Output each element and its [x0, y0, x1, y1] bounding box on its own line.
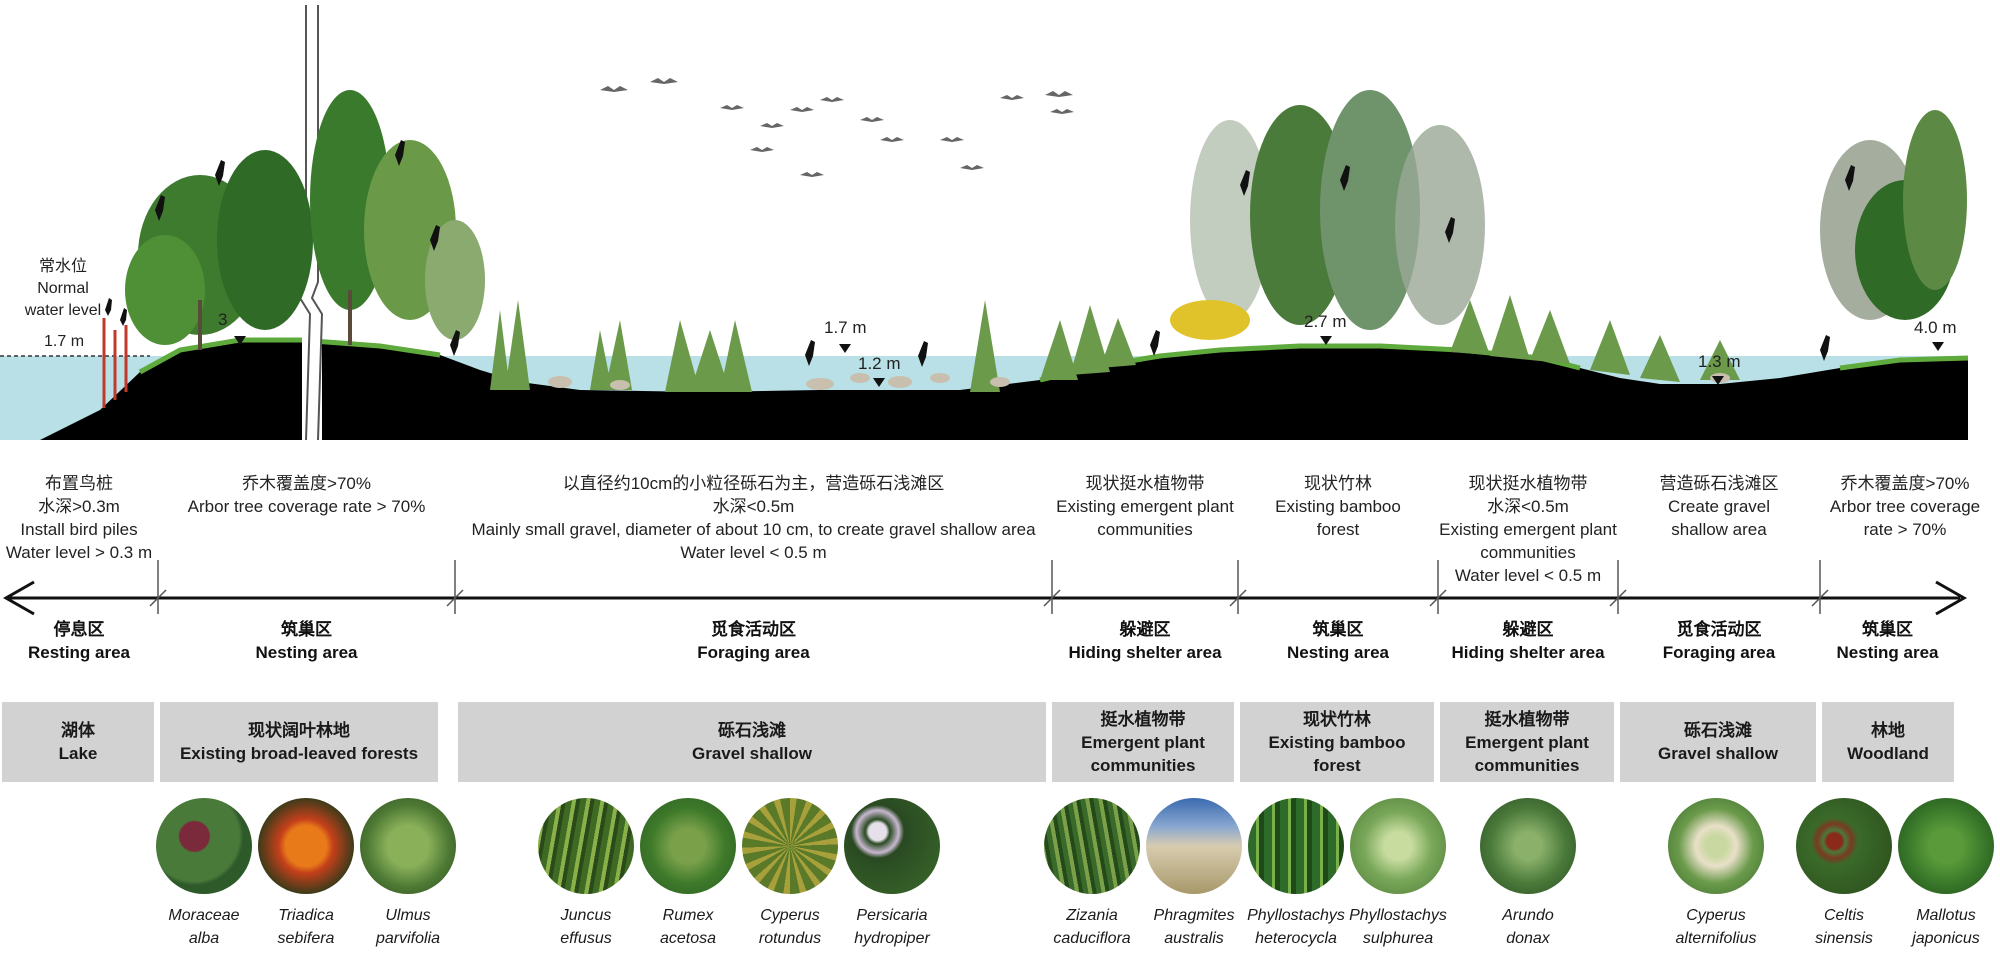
woodland-trees-right — [1820, 110, 1967, 320]
habitat-broad-leaved-forests: 现状阔叶林地 Existing broad-leaved forests — [160, 702, 438, 782]
water-level-value: 1.7 m — [44, 333, 85, 350]
zone-foraging-2: 觅食活动区 Foraging area — [1662, 620, 1776, 662]
habitat-emergent-plants-2: 挺水植物带 Emergent plant communities — [1440, 702, 1614, 782]
plant-photo — [844, 798, 940, 894]
ground-section — [40, 340, 1968, 440]
zone-dividers — [149, 560, 1829, 614]
desc-hiding-1: 现状挺水植物带 Existing emergent plant communit… — [1056, 474, 1234, 539]
desc-woodland: 乔木覆盖度>70% Arbor tree coverage rate > 70% — [1829, 474, 1981, 539]
plant-photo — [640, 798, 736, 894]
habitat-gravel-shallow-1: 砾石浅滩 Gravel shallow — [458, 702, 1046, 782]
desc-hiding-2: 现状挺水植物带 水深<0.5m Existing emergent plant … — [1439, 474, 1617, 585]
zone-nesting-2: 筑巢区 Nesting area — [1286, 620, 1390, 662]
bird-piles — [102, 318, 128, 408]
plant-photo — [1898, 798, 1994, 894]
flying-birds — [600, 78, 1074, 177]
plant-photo — [1248, 798, 1344, 894]
desc-nesting: 乔木覆盖度>70% Arbor tree coverage rate > 70% — [187, 474, 426, 516]
water-level-en-1: Normal — [37, 280, 89, 297]
bamboo-forest — [1170, 90, 1485, 340]
desc-bamboo: 现状竹林 Existing bamboo forest — [1275, 474, 1401, 539]
depth-bamboo: 2.7 m — [1304, 312, 1347, 331]
broad-leaved-trees-left — [125, 90, 485, 350]
habitat-emergent-plants-1: 挺水植物带 Emergent plant communities — [1052, 702, 1234, 782]
standing-birds — [105, 140, 1855, 367]
zone-nesting-3: 筑巢区 Nesting area — [1836, 620, 1939, 662]
plant-photo — [1146, 798, 1242, 894]
zone-nesting-1: 筑巢区 Nesting area — [255, 620, 358, 662]
plant-photo — [1350, 798, 1446, 894]
desc-resting: 布置鸟桩 水深>0.3m Install bird piles Water le… — [5, 474, 153, 562]
plant-photo — [1480, 798, 1576, 894]
desc-foraging-2: 营造砾石浅滩区 Create gravel shallow area — [1659, 474, 1779, 539]
zone-foraging-1: 觅食活动区 Foraging area — [697, 620, 810, 662]
plant-photo — [156, 798, 252, 894]
desc-foraging: 以直径约10cm的小粒径砾石为主，营造砾石浅滩区 水深<0.5m Mainly … — [471, 474, 1036, 562]
zone-arrow-axis — [2, 580, 1968, 616]
water-level-en-2: water level — [24, 302, 102, 319]
plant-photo — [742, 798, 838, 894]
zone-hiding-2: 躲避区 Hiding shelter area — [1451, 620, 1605, 662]
normal-water-level-label: 常水位 Normal water level — [0, 256, 126, 322]
depth-gravel: 1.3 m — [1698, 352, 1741, 371]
plant-photo — [360, 798, 456, 894]
habitat-lake: 湖体 Lake — [2, 702, 154, 782]
depth-resting: 3 — [218, 310, 228, 329]
depth-triangles — [234, 336, 1944, 387]
habitat-gravel-shallow-2: 砾石浅滩 Gravel shallow — [1620, 702, 1816, 782]
depth-foraging-b: 1.2 m — [858, 354, 901, 373]
depth-woodland: 4.0 m — [1914, 318, 1957, 337]
plant-photo — [1796, 798, 1892, 894]
depth-foraging-a: 1.7 m — [824, 318, 867, 337]
zone-resting: 停息区 Resting area — [27, 620, 131, 662]
habitat-bamboo-forest: 现状竹林 Existing bamboo forest — [1240, 702, 1434, 782]
plant-photo — [1668, 798, 1764, 894]
plant-photo — [1044, 798, 1140, 894]
habitat-woodland: 林地 Woodland — [1822, 702, 1954, 782]
plant-photo — [538, 798, 634, 894]
plant-photo — [258, 798, 354, 894]
emergent-plants — [490, 295, 1740, 392]
zone-hiding-1: 躲避区 Hiding shelter area — [1068, 620, 1222, 662]
water-level-cn: 常水位 — [38, 258, 87, 275]
